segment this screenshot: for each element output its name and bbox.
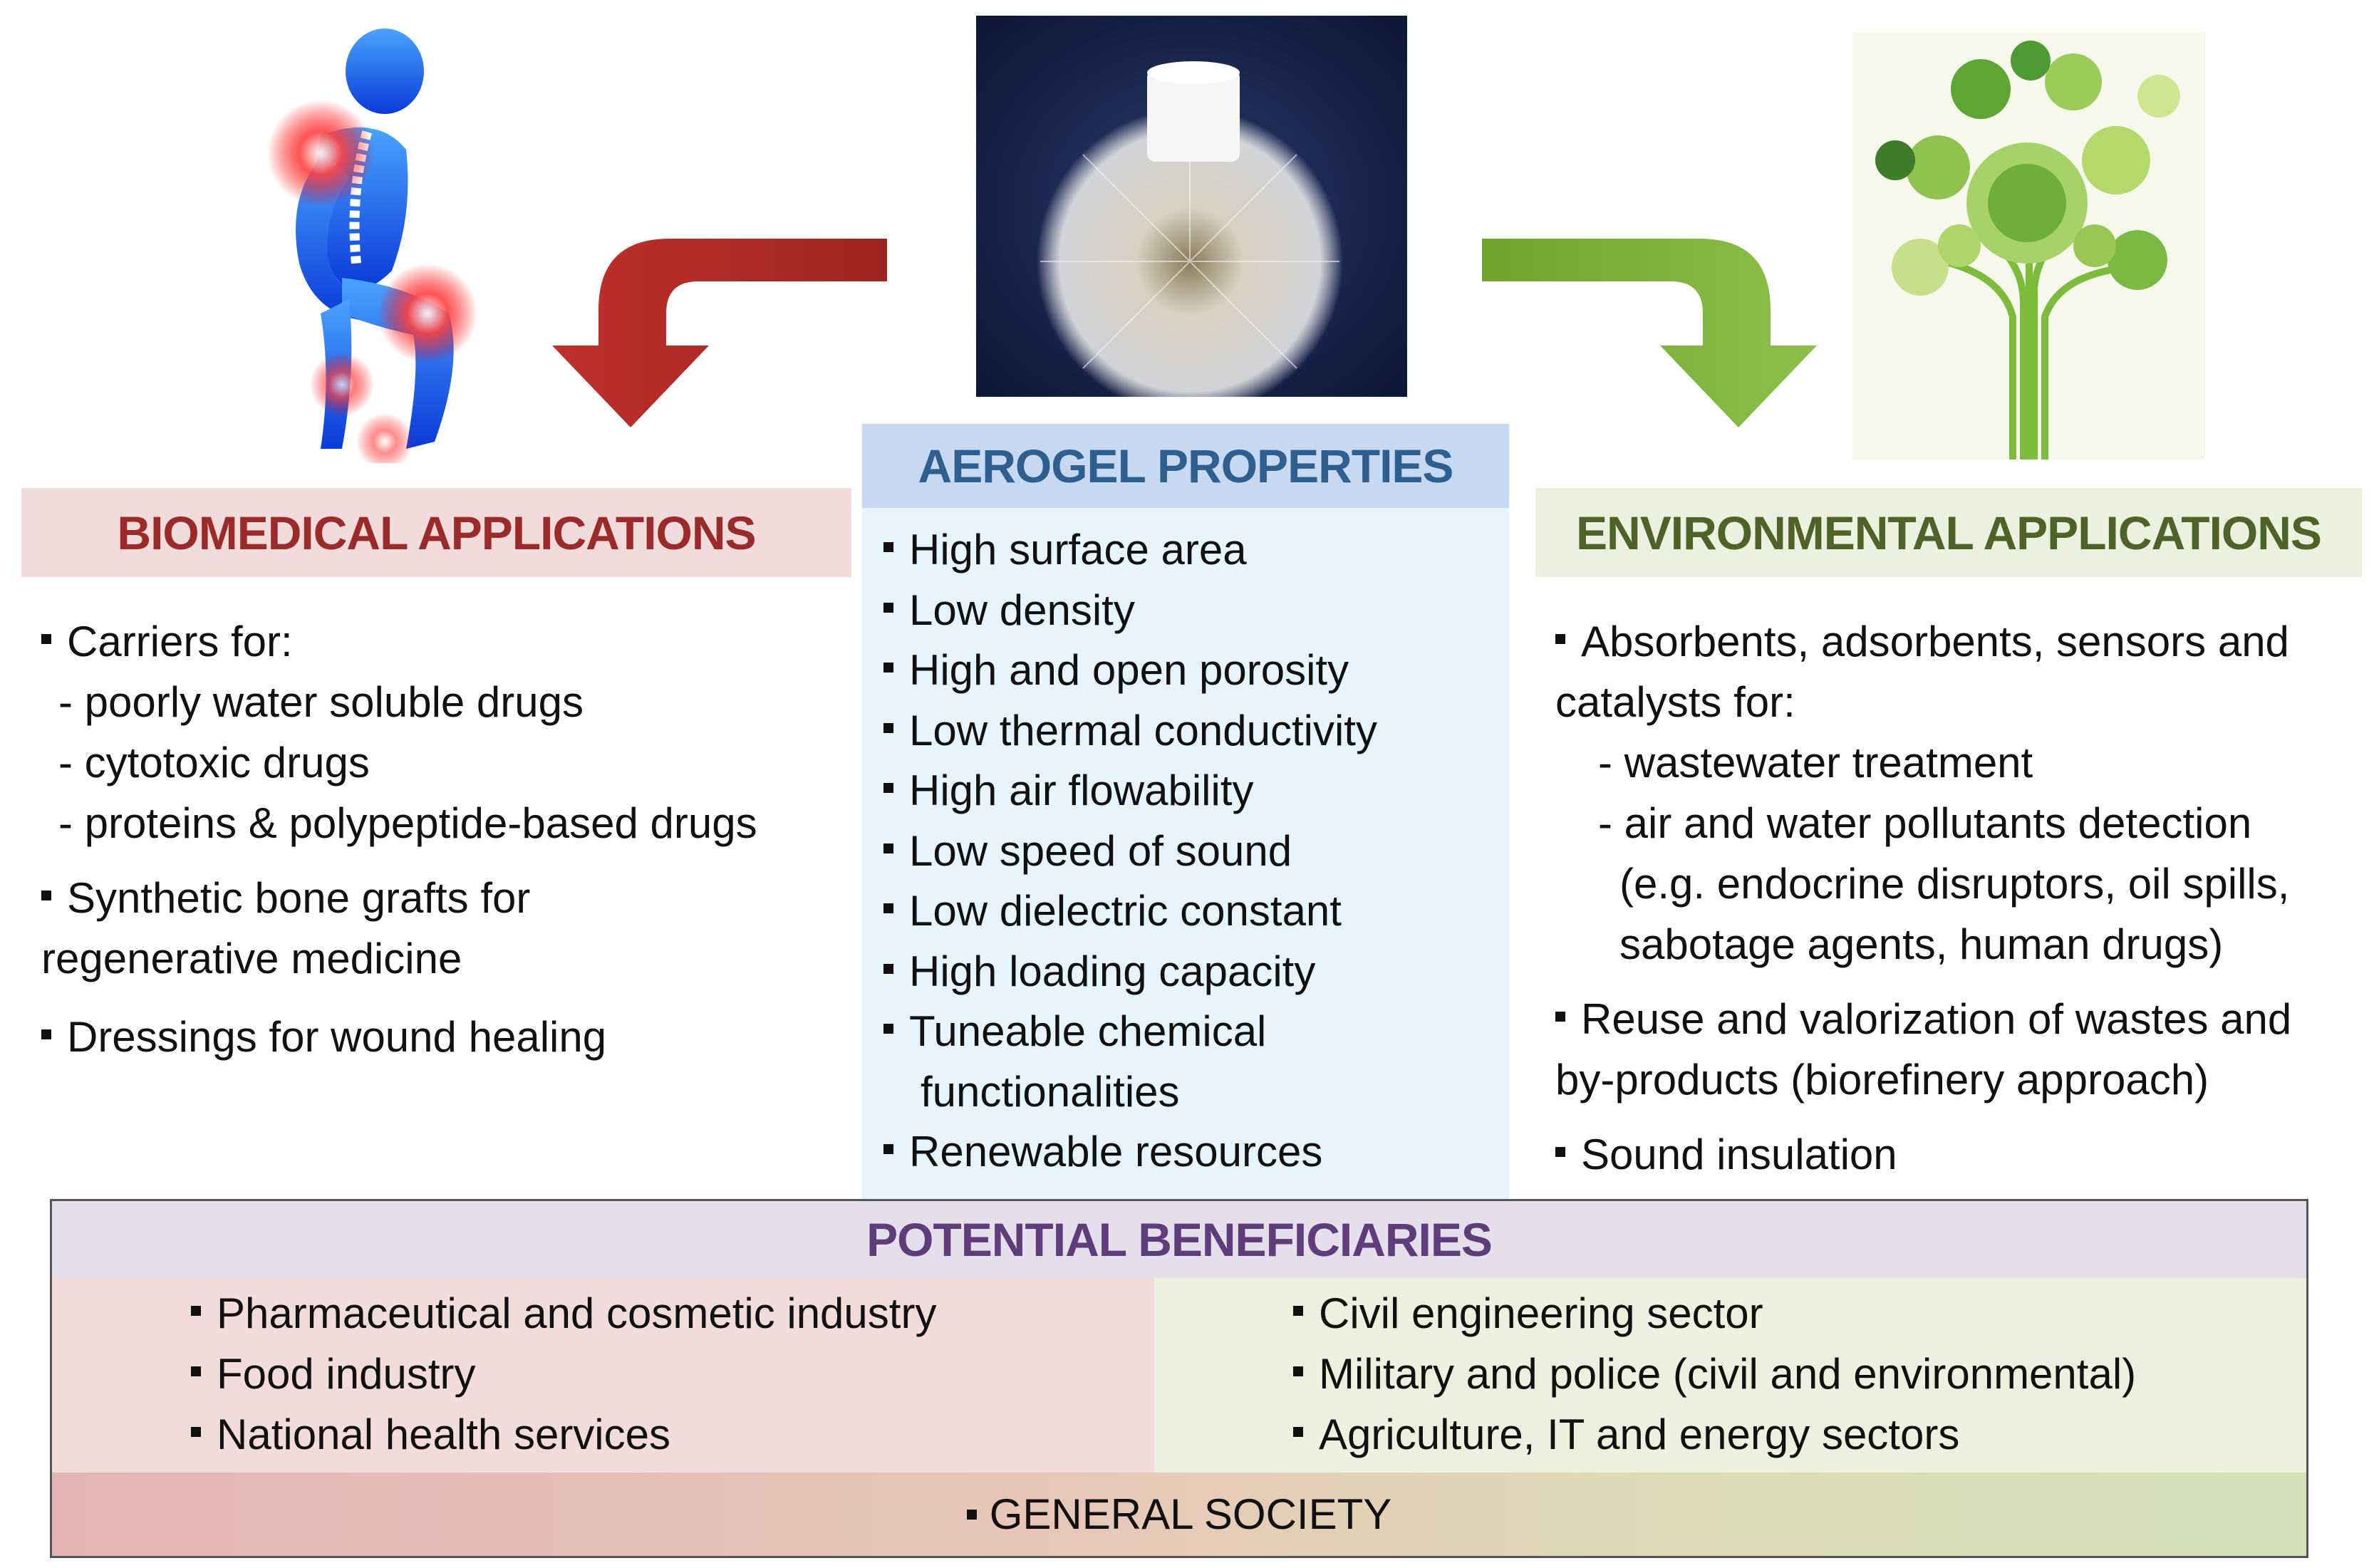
general-society-label: GENERAL SOCIETY [989, 1490, 1392, 1538]
environmental-subitem-detail: sabotage agents, human drugs) [1619, 920, 2224, 968]
bullet-icon [1293, 1366, 1303, 1377]
biomedical-item: Dressings for wound healing [41, 1007, 757, 1067]
bullet-icon [883, 602, 893, 613]
environmental-item: Absorbents, adsorbents, sensors and [1555, 611, 2291, 672]
bullet-icon [191, 1427, 201, 1438]
beneficiary-item: Agriculture, IT and energy sectors [1293, 1404, 2136, 1465]
property-item: Low dielectric constant [883, 881, 1377, 942]
bullet-icon [1555, 634, 1565, 645]
bullet-icon [883, 722, 893, 733]
biomedical-human-image [267, 28, 477, 463]
beneficiary-item: Civil engineering sector [1293, 1283, 2136, 1344]
beneficiaries-right-panel [1154, 1278, 2306, 1473]
bullet-icon [883, 1024, 893, 1034]
property-item-continued: functionalities [921, 1067, 1180, 1116]
biomedical-subitem: - poorly water soluble drugs [58, 678, 584, 726]
property-item: High surface area [883, 520, 1377, 581]
aerogel-properties-title: AEROGEL PROPERTIES [862, 424, 1509, 508]
bullet-icon [883, 1144, 893, 1155]
bullet-icon [883, 542, 893, 553]
bullet-icon [41, 1029, 51, 1040]
beneficiary-item: National health services [191, 1404, 936, 1465]
beneficiary-item: Military and police (civil and environme… [1293, 1344, 2136, 1404]
bullet-icon [1555, 1147, 1565, 1158]
bullet-icon [41, 891, 51, 901]
biomedical-applications-list: Carriers for: - poorly water soluble dru… [41, 611, 757, 1067]
bullet-icon [966, 1509, 977, 1520]
aerogel-properties-panel [862, 424, 1509, 1200]
biomedical-subitem: - cytotoxic drugs [58, 739, 370, 786]
environmental-applications-list: Absorbents, adsorbents, sensors and cata… [1555, 611, 2291, 1185]
beneficiaries-panel: POTENTIAL BENEFICIARIES Pharmaceutical a… [50, 1199, 2308, 1558]
property-item: High and open porosity [883, 640, 1377, 701]
environmental-subitem: - wastewater treatment [1598, 739, 2033, 786]
biomedical-subitem: - proteins & polypeptide-based drugs [58, 799, 757, 847]
bullet-icon [191, 1306, 201, 1317]
property-item: Low speed of sound [883, 821, 1377, 882]
biomedical-item: Synthetic bone grafts for [41, 868, 757, 928]
environmental-tree-image [1852, 32, 2205, 460]
beneficiary-item: Pharmaceutical and cosmetic industry [191, 1283, 936, 1344]
beneficiaries-title: POTENTIAL BENEFICIARIES [52, 1201, 2306, 1278]
red-arrow-icon [552, 239, 887, 427]
property-item: High air flowability [883, 761, 1377, 821]
biomedical-item-continued: regenerative medicine [41, 935, 462, 982]
property-item: Low density [883, 581, 1377, 641]
bullet-icon [191, 1366, 201, 1377]
environmental-item-continued: by-products (biorefinery approach) [1555, 1056, 2209, 1104]
environmental-item-continued: catalysts for: [1555, 678, 1795, 726]
aerogel-dandelion-image [976, 16, 1407, 397]
biomedical-applications-title: BIOMEDICAL APPLICATIONS [21, 488, 851, 577]
bullet-icon [1293, 1306, 1303, 1317]
bullet-icon [883, 903, 893, 914]
environmental-item: Sound insulation [1555, 1124, 2291, 1185]
aerogel-properties-list: High surface area Low density High and o… [883, 520, 1377, 1183]
beneficiaries-left-list: Pharmaceutical and cosmetic industry Foo… [191, 1283, 936, 1465]
bullet-icon [1555, 1012, 1565, 1022]
biomedical-item: Carriers for: [41, 611, 757, 672]
property-item: High loading capacity [883, 942, 1377, 1002]
property-item: Low thermal conductivity [883, 701, 1377, 762]
bullet-icon [883, 843, 893, 853]
beneficiary-item: Food industry [191, 1344, 936, 1404]
general-society-bar: GENERAL SOCIETY [52, 1473, 2306, 1556]
environmental-item: Reuse and valorization of wastes and [1555, 989, 2291, 1049]
property-item: Tuneable chemical [883, 1002, 1377, 1062]
bullet-icon [883, 663, 893, 673]
bullet-icon [883, 783, 893, 794]
green-arrow-icon [1482, 239, 1817, 427]
environmental-subitem-detail: (e.g. endocrine disruptors, oil spills, [1619, 860, 2290, 908]
property-item: Renewable resources [883, 1122, 1377, 1183]
bullet-icon [1293, 1427, 1303, 1438]
bullet-icon [41, 634, 51, 645]
environmental-applications-title: ENVIRONMENTAL APPLICATIONS [1535, 488, 2362, 577]
beneficiaries-left-panel [52, 1278, 1154, 1473]
beneficiaries-right-list: Civil engineering sector Military and po… [1293, 1283, 2136, 1465]
environmental-subitem: - air and water pollutants detection [1598, 799, 2252, 847]
bullet-icon [883, 963, 893, 974]
